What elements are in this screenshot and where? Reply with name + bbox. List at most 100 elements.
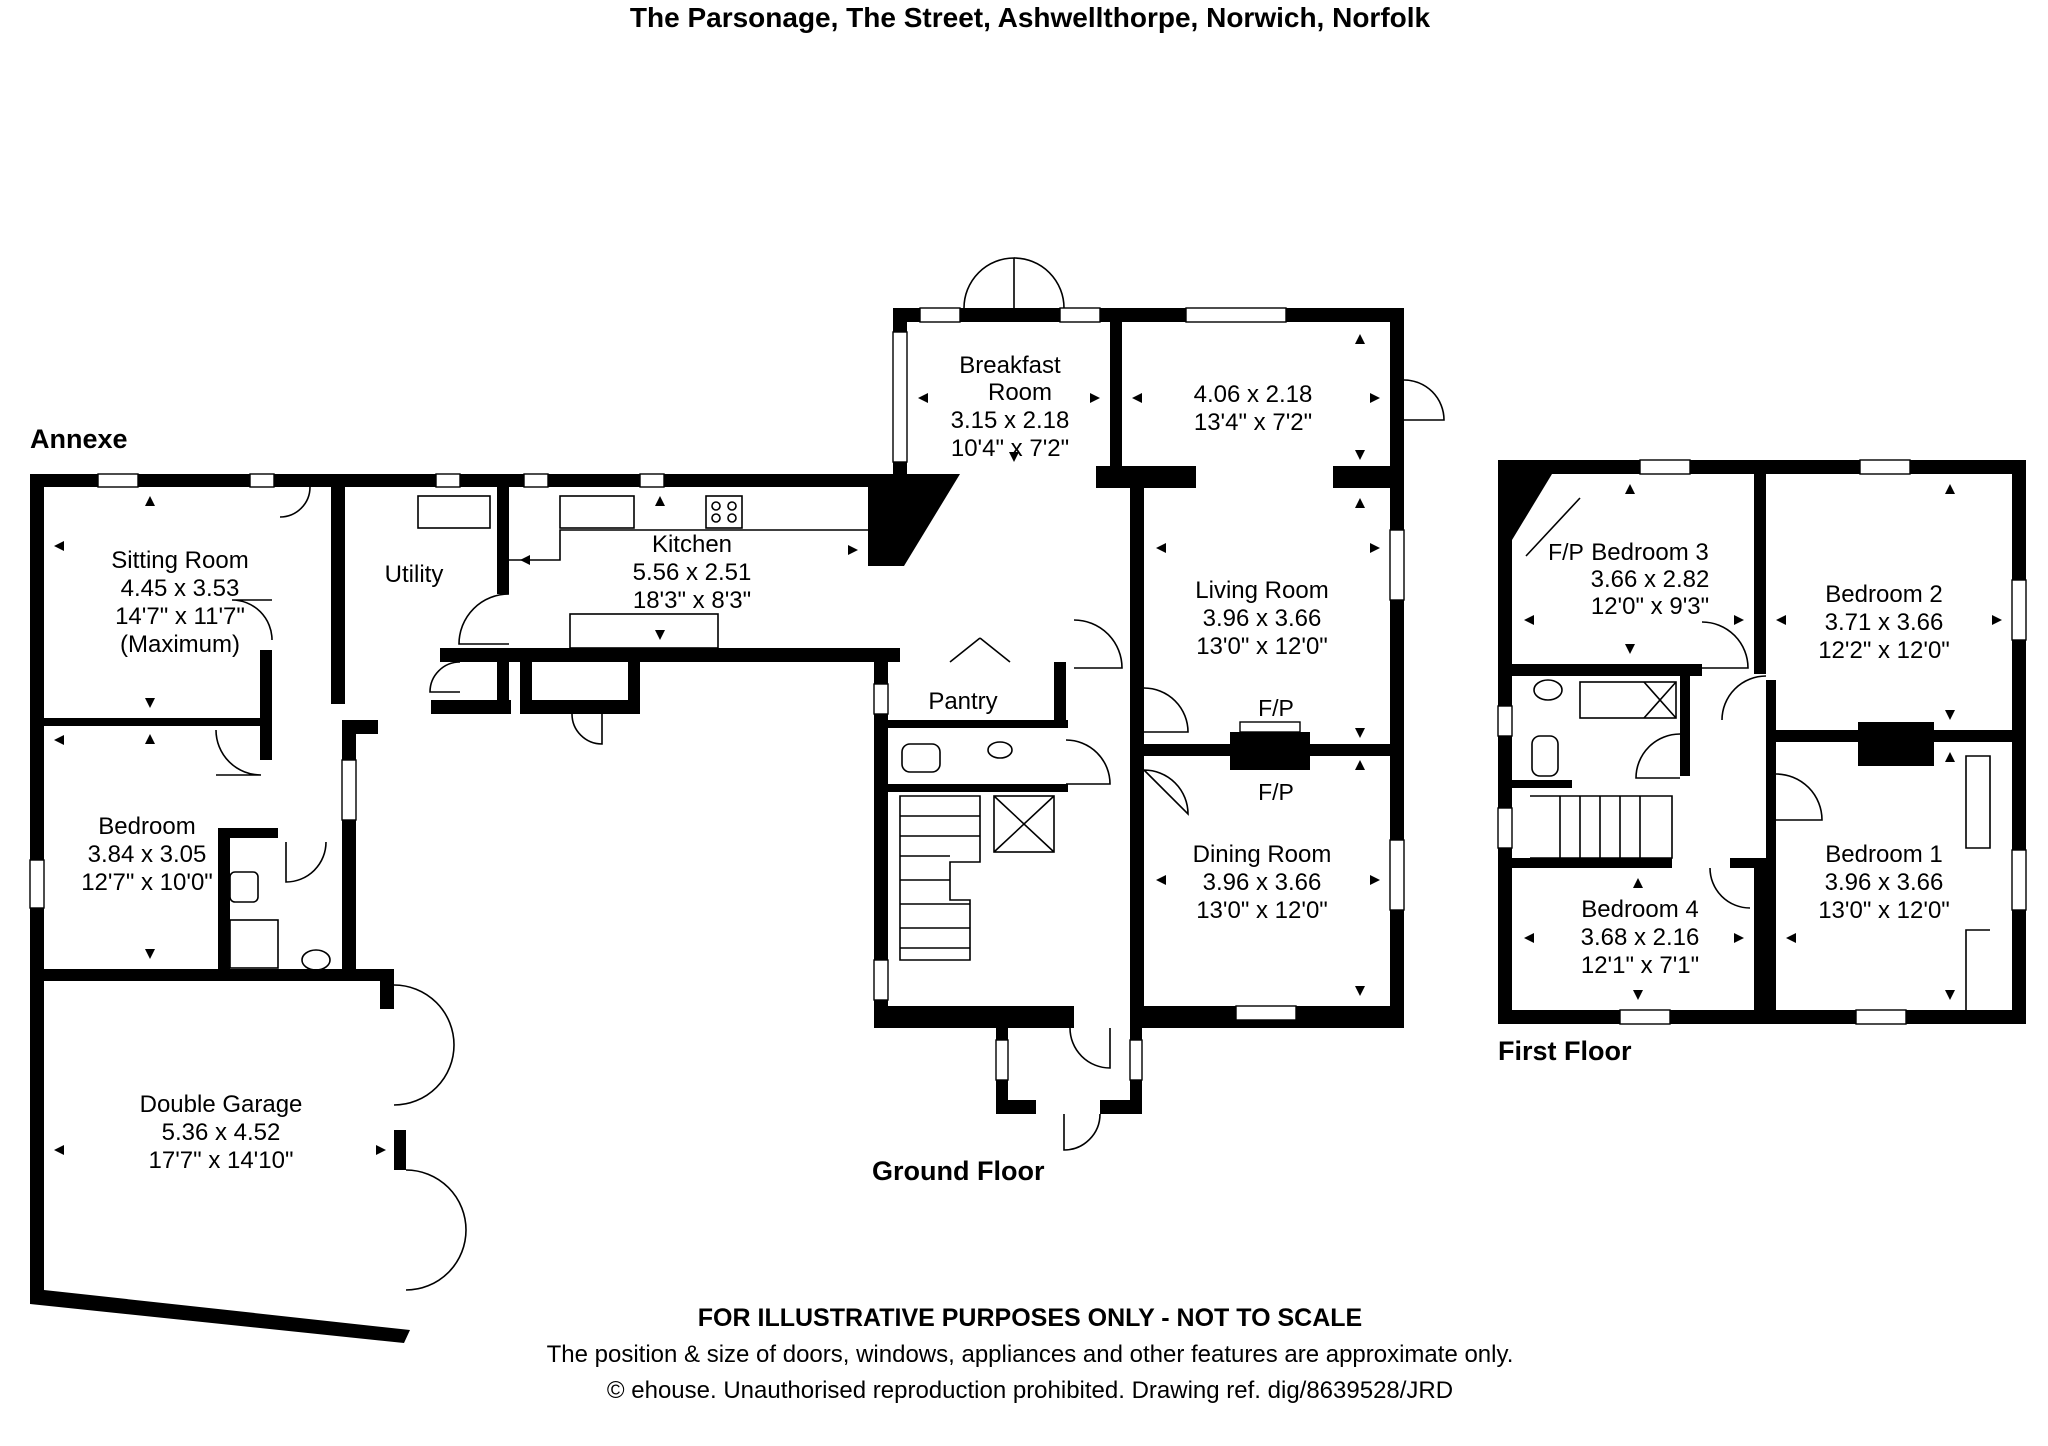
stair-treads: [1559, 796, 1641, 858]
utility-store-wall: [497, 648, 509, 714]
door-swing: [1143, 687, 1189, 733]
door-swing: [1063, 1113, 1101, 1151]
ff-chimney-corner: [1512, 474, 1552, 540]
french-door-swing: [1013, 257, 1065, 309]
bed4-north-wall: [1512, 858, 1672, 868]
annexe-east-wall: [342, 720, 356, 980]
bath-shower-cross: [1643, 681, 1677, 719]
dimension-arrow: [1132, 393, 1142, 403]
door-swing: [285, 841, 327, 883]
dimension-arrow: [655, 496, 665, 506]
breakfast-north-wall: [893, 308, 1403, 322]
window: [97, 473, 139, 488]
dimension-arrow: [1524, 615, 1534, 625]
breakfast-east-wall: [1110, 322, 1122, 474]
dimension-arrow: [1945, 484, 1955, 494]
door-swing: [1721, 675, 1767, 721]
utility-south-wall: [431, 700, 511, 714]
pantry-name: Pantry: [928, 688, 997, 715]
window: [1235, 1005, 1297, 1021]
disclaimer-heading: FOR ILLUSTRATIVE PURPOSES ONLY - NOT TO …: [698, 1304, 1362, 1332]
window: [341, 759, 357, 821]
kitchen-metric: 5.56 x 2.51: [633, 559, 752, 586]
utility-kitchen-wall: [497, 474, 509, 594]
dining-room-name: Dining Room: [1193, 841, 1332, 868]
window: [2011, 579, 2027, 641]
dimension-arrow: [1633, 878, 1643, 888]
sitting-room-note: (Maximum): [120, 631, 240, 658]
dimension-arrow: [1090, 393, 1100, 403]
disclaimer-text: The position & size of doors, windows, a…: [547, 1341, 1514, 1368]
bedroom-1-name: Bedroom 1: [1825, 841, 1942, 868]
breakfast-room-name-line1: Breakfast: [959, 352, 1061, 379]
hall-south-wall: [874, 1006, 1074, 1028]
garage-east-wall-top: [380, 969, 394, 1009]
utility-name: Utility: [385, 561, 444, 588]
double-garage-imperial: 17'7" x 14'10": [149, 1147, 294, 1174]
bedroom-1-imperial: 13'0" x 12'0": [1818, 897, 1950, 924]
fireplace-line: [1525, 497, 1581, 557]
fireplace-label-bedroom-3: F/P: [1548, 539, 1584, 565]
sink-icon: [417, 495, 491, 529]
ff-south-wall: [1498, 1010, 2026, 1024]
pantry-door: [949, 637, 1011, 663]
dimension-arrow: [1734, 933, 1744, 943]
plan-title: The Parsonage, The Street, Ashwellthorpe…: [630, 2, 1431, 33]
ff-chimney-stack: [1858, 722, 1934, 766]
porch-south-wall: [996, 1100, 1036, 1114]
dimension-arrow: [1992, 615, 2002, 625]
window: [2011, 849, 2027, 911]
dimension-arrow: [1625, 484, 1635, 494]
dimension-arrow: [1009, 452, 1019, 462]
living-room-metric: 3.96 x 3.66: [1203, 605, 1322, 632]
bathroom-east-wall: [1680, 676, 1690, 776]
kitchen-north-wall: [331, 474, 893, 487]
window: [995, 1039, 1009, 1081]
dining-room-imperial: 13'0" x 12'0": [1196, 897, 1328, 924]
hob-icon: [705, 495, 743, 529]
dimension-arrow: [1355, 334, 1365, 344]
window: [1859, 459, 1911, 475]
double-garage-metric: 5.36 x 4.52: [162, 1119, 281, 1146]
bed4-north-wall-east: [1730, 858, 1776, 868]
living-west-wall: [1130, 488, 1144, 1028]
hob-ring-icon: [727, 513, 737, 523]
bedroom-2-metric: 3.71 x 3.66: [1825, 609, 1944, 636]
fireplace-label-living: F/P: [1258, 695, 1294, 721]
dimension-arrow: [54, 735, 64, 745]
living-room-name: Living Room: [1195, 577, 1328, 604]
breakfast-room-imperial: 10'4" x 7'2": [951, 435, 1069, 462]
dimension-arrow: [1524, 933, 1534, 943]
dimension-arrow: [1156, 543, 1166, 553]
window: [1639, 459, 1691, 475]
kitchen-chimney-breast: [868, 474, 960, 566]
dimension-arrow: [520, 555, 530, 565]
dimension-arrow: [1156, 875, 1166, 885]
dimension-arrow: [1370, 543, 1380, 553]
bedroom-4-name: Bedroom 4: [1581, 896, 1698, 923]
bedroom-2-imperial: 12'2" x 12'0": [1818, 637, 1950, 664]
door-swing: [1701, 621, 1749, 669]
ff-east-wall: [2012, 460, 2026, 1024]
door-swing: [458, 593, 510, 645]
ground-floor-plan: Utility Kitchen 5.56 x 2.51 18'3" x 8'3"…: [331, 257, 1445, 1186]
hob-ring-icon: [711, 501, 721, 511]
door-swing: [429, 661, 461, 693]
dimension-arrow: [1625, 644, 1635, 654]
dimension-arrow: [376, 1145, 386, 1155]
dimension-arrow: [1633, 990, 1643, 1000]
pantry-south-wall: [888, 720, 1068, 728]
door-swing: [231, 599, 273, 641]
hob-ring-icon: [711, 513, 721, 523]
window: [873, 959, 889, 1001]
ground-floor-heading: Ground Floor: [872, 1156, 1045, 1186]
door-swing: [1775, 773, 1823, 821]
garage-door-swing: [405, 1169, 467, 1291]
window: [873, 683, 889, 715]
staircase-icon: [899, 795, 981, 961]
ff-north-wall: [1498, 460, 2026, 474]
annexe-plan: Annexe Sitting Room 4.45 x 3.53 14'7" x …: [29, 424, 467, 1343]
annexe-shower-top-wall: [218, 828, 278, 838]
bath-icon: [1579, 681, 1677, 719]
annexe-divider-wall: [44, 718, 264, 726]
